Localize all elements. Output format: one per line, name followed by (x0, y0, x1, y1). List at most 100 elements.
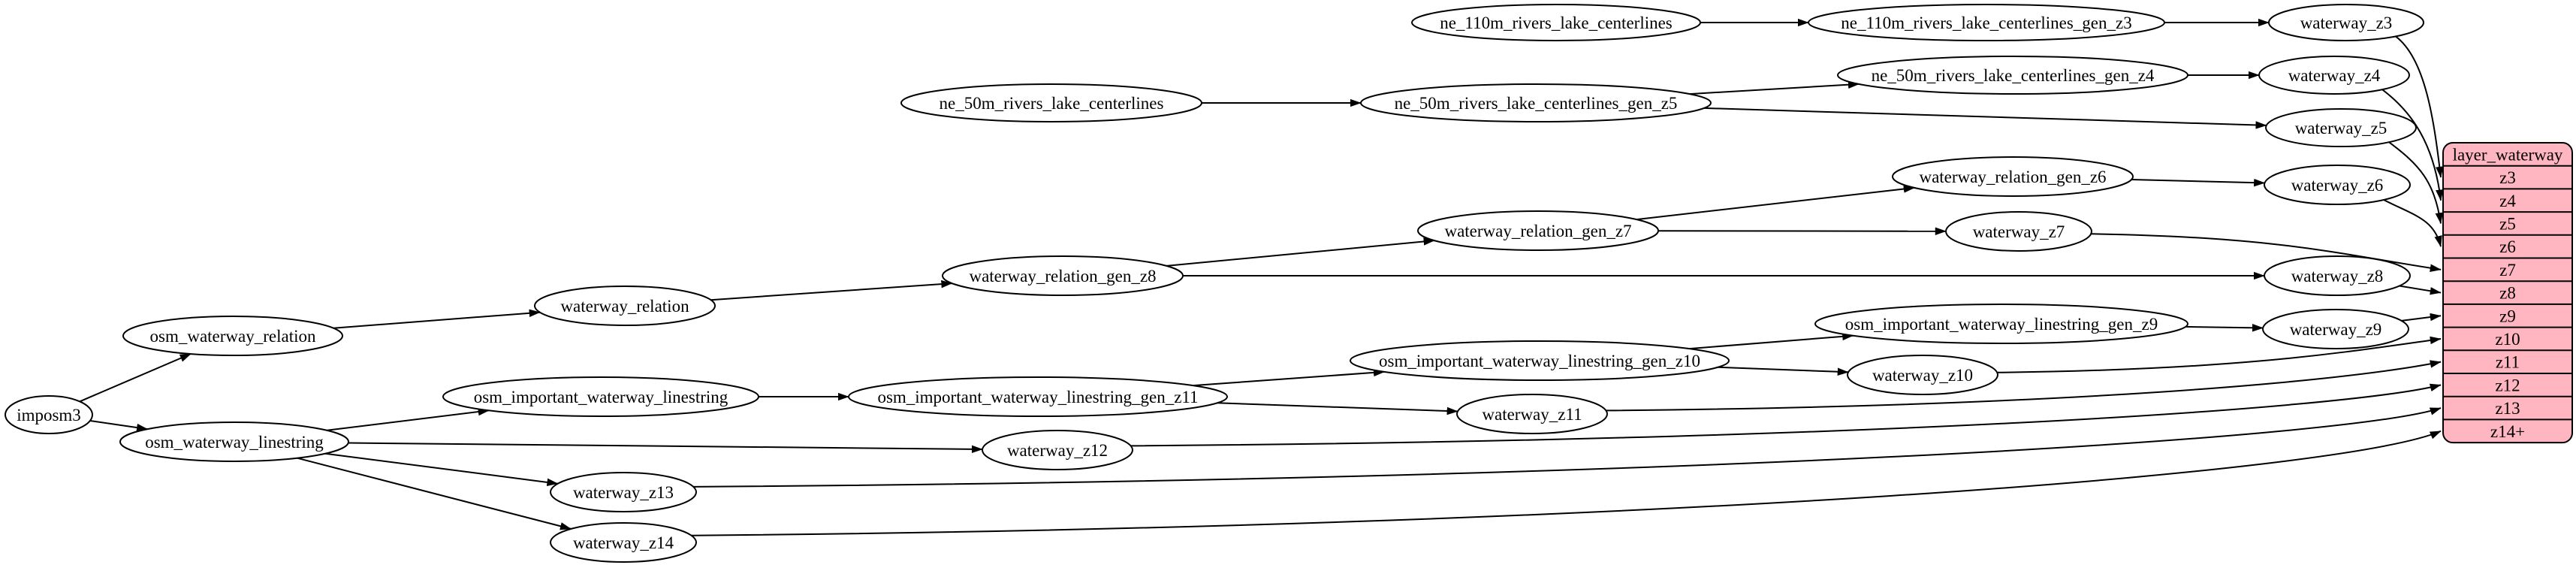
node-waterway_relation_gen_z6: waterway_relation_gen_z6 (1892, 156, 2134, 197)
edge-waterway_z12-to-row-z12 (1130, 383, 2442, 447)
table-row-z12: z12 (2495, 376, 2520, 394)
edge-waterway_z11-to-row-z11 (1606, 360, 2442, 412)
node-shape-osm_important_waterway_linestring_gen_z10 (1350, 340, 1730, 381)
edge-imposm3-to-osm_waterway_linestring (89, 420, 149, 432)
edge-waterway_z10-to-row-z10 (1997, 336, 2442, 373)
node-label-waterway_z7: waterway_z7 (1973, 222, 2065, 241)
node-shape-osm_important_waterway_linestring (442, 376, 759, 417)
node-shape-waterway_z4 (2258, 56, 2410, 95)
edge-waterway_z3-to-row-z3 (2395, 35, 2444, 178)
node-label-ne_110m_rivers_lake_centerlines_gen_z3: ne_110m_rivers_lake_centerlines_gen_z3 (1841, 14, 2131, 32)
node-label-waterway_relation: waterway_relation (560, 297, 689, 316)
edge-waterway_z5-to-row-z5 (2388, 141, 2443, 225)
node-waterway_z12: waterway_z12 (982, 430, 1133, 470)
node-label-waterway_relation_gen_z8: waterway_relation_gen_z8 (969, 267, 1156, 286)
node-shape-ne_110m_rivers_lake_centerlines_gen_z3 (1808, 4, 2165, 41)
node-shape-ne_50m_rivers_lake_centerlines_gen_z5 (1360, 83, 1712, 122)
node-shape-waterway_z14 (550, 522, 697, 563)
edge-osm_important_waterway_linestring_gen_z9-to-waterway_z9 (2185, 324, 2264, 332)
node-shape-waterway_z13 (550, 472, 697, 512)
node-shape-waterway_z9 (2262, 309, 2409, 349)
edge-waterway_z7-to-row-z7 (2091, 233, 2442, 272)
node-shape-waterway_z7 (1945, 211, 2092, 252)
edge-osm_important_waterway_linestring_gen_z10-to-osm_important_waterway_linestring_gen_z9 (1689, 332, 1854, 350)
node-waterway_z11: waterway_z11 (1456, 394, 1608, 434)
edge-ne_50m_rivers_lake_centerlines_gen_z5-to-waterway_z5 (1703, 107, 2267, 129)
node-label-waterway_z14: waterway_z14 (573, 533, 674, 552)
edge-waterway_z9-to-row-z9 (2401, 313, 2442, 322)
table-row-z6: z6 (2499, 237, 2516, 256)
table-row-z11: z11 (2496, 353, 2520, 372)
node-shape-waterway_z5 (2265, 108, 2417, 147)
node-waterway_relation: waterway_relation (534, 286, 716, 326)
edge-osm_waterway_linestring-to-waterway_z13 (325, 452, 559, 487)
table-row-z7: z7 (2499, 261, 2516, 279)
node-shape-osm_important_waterway_linestring_gen_z9 (1814, 304, 2188, 344)
edge-waterway_z8-to-row-z8 (2399, 285, 2442, 295)
node-waterway_z8: waterway_z8 (2264, 255, 2411, 296)
node-osm_important_waterway_linestring: osm_important_waterway_linestring (442, 376, 759, 417)
node-waterway_z3: waterway_z3 (2268, 4, 2424, 41)
node-label-ne_110m_rivers_lake_centerlines: ne_110m_rivers_lake_centerlines (1440, 14, 1673, 32)
node-waterway_relation_gen_z8: waterway_relation_gen_z8 (942, 255, 1184, 296)
edge-osm_important_waterway_linestring_gen_z10-to-waterway_z10 (1717, 366, 1849, 376)
node-shape-waterway_z6 (2264, 165, 2411, 205)
node-ne_110m_rivers_lake_centerlines: ne_110m_rivers_lake_centerlines (1411, 4, 1701, 41)
edge-waterway_relation_gen_z8-to-waterway_relation_gen_z7 (1166, 237, 1435, 267)
table-header: layer_waterway (2453, 145, 2563, 164)
node-label-imposm3: imposm3 (17, 406, 81, 425)
table-row-z10: z10 (2495, 330, 2520, 349)
node-shape-ne_50m_rivers_lake_centerlines (900, 83, 1202, 122)
node-osm_waterway_relation: osm_waterway_relation (122, 316, 343, 356)
edge-osm_important_waterway_linestring_gen_z11-to-osm_important_waterway_linestring_gen_z10 (1193, 368, 1385, 387)
table-row-z4: z4 (2499, 192, 2516, 210)
edge-imposm3-to-osm_waterway_relation (79, 353, 192, 403)
node-shape-waterway_z8 (2264, 255, 2411, 296)
node-label-waterway_z13: waterway_z13 (573, 483, 674, 502)
node-label-waterway_z3: waterway_z3 (2300, 14, 2393, 32)
layer-waterway-table: layer_waterway z3 z4 z5 z6 z7 z8 z9 z10 z11 z12 z13… (2442, 142, 2573, 444)
node-label-osm_important_waterway_linestring_gen_z9: osm_important_waterway_linestring_gen_z9 (1845, 315, 2158, 334)
edge-osm_waterway_linestring-to-waterway_z12 (348, 442, 983, 454)
node-waterway_z14: waterway_z14 (550, 522, 697, 563)
table-row-z3: z3 (2499, 168, 2516, 187)
node-label-osm_important_waterway_linestring_gen_z11: osm_important_waterway_linestring_gen_z1… (877, 388, 1198, 406)
node-shape-osm_waterway_relation (122, 316, 343, 356)
node-shape-waterway_z12 (982, 430, 1133, 470)
table-row-z5: z5 (2499, 214, 2516, 233)
node-shape-waterway_relation_gen_z8 (942, 255, 1184, 296)
edge-waterway_z4-to-row-z4 (2381, 89, 2444, 201)
node-label-osm_important_waterway_linestring_gen_z10: osm_important_waterway_linestring_gen_z1… (1379, 352, 1700, 370)
table-row-z9: z9 (2499, 307, 2516, 325)
edge-osm_waterway_linestring-to-osm_important_waterway_linestring (327, 407, 490, 431)
edge-waterway_relation_gen_z7-to-waterway_relation_gen_z6 (1636, 185, 1915, 221)
table-row-z13: z13 (2495, 399, 2520, 418)
node-imposm3: imposm3 (5, 395, 93, 434)
node-label-waterway_relation_gen_z6: waterway_relation_gen_z6 (1919, 168, 2106, 186)
node-osm_waterway_linestring: osm_waterway_linestring (119, 421, 349, 462)
node-shape-ne_110m_rivers_lake_centerlines (1411, 4, 1701, 41)
node-waterway_z4: waterway_z4 (2258, 56, 2410, 95)
node-label-osm_waterway_relation: osm_waterway_relation (150, 327, 316, 346)
table-row-z8: z8 (2499, 284, 2516, 303)
node-waterway_relation_gen_z7: waterway_relation_gen_z7 (1417, 210, 1659, 251)
node-label-waterway_z8: waterway_z8 (2291, 267, 2384, 286)
node-label-waterway_z6: waterway_z6 (2291, 176, 2384, 195)
edge-waterway_relation-to-waterway_relation_gen_z8 (710, 279, 953, 301)
node-shape-waterway_z11 (1456, 394, 1608, 434)
edge-waterway_z6-to-row-z6 (2383, 199, 2442, 247)
node-ne_50m_rivers_lake_centerlines_gen_z5: ne_50m_rivers_lake_centerlines_gen_z5 (1360, 83, 1712, 122)
node-label-waterway_z4: waterway_z4 (2288, 66, 2381, 85)
node-shape-imposm3 (5, 395, 93, 434)
node-ne_50m_rivers_lake_centerlines_gen_z4: ne_50m_rivers_lake_centerlines_gen_z4 (1837, 56, 2188, 95)
node-waterway_z5: waterway_z5 (2265, 108, 2417, 147)
table-outline (2442, 142, 2573, 444)
node-waterway_z7: waterway_z7 (1945, 211, 2092, 252)
node-osm_important_waterway_linestring_gen_z11: osm_important_waterway_linestring_gen_z1… (848, 376, 1228, 417)
edge-osm_waterway_relation-to-waterway_relation (333, 309, 541, 329)
node-ne_50m_rivers_lake_centerlines: ne_50m_rivers_lake_centerlines (900, 83, 1202, 122)
node-shape-osm_waterway_linestring (119, 421, 349, 462)
node-label-ne_50m_rivers_lake_centerlines_gen_z5: ne_50m_rivers_lake_centerlines_gen_z5 (1395, 94, 1678, 113)
